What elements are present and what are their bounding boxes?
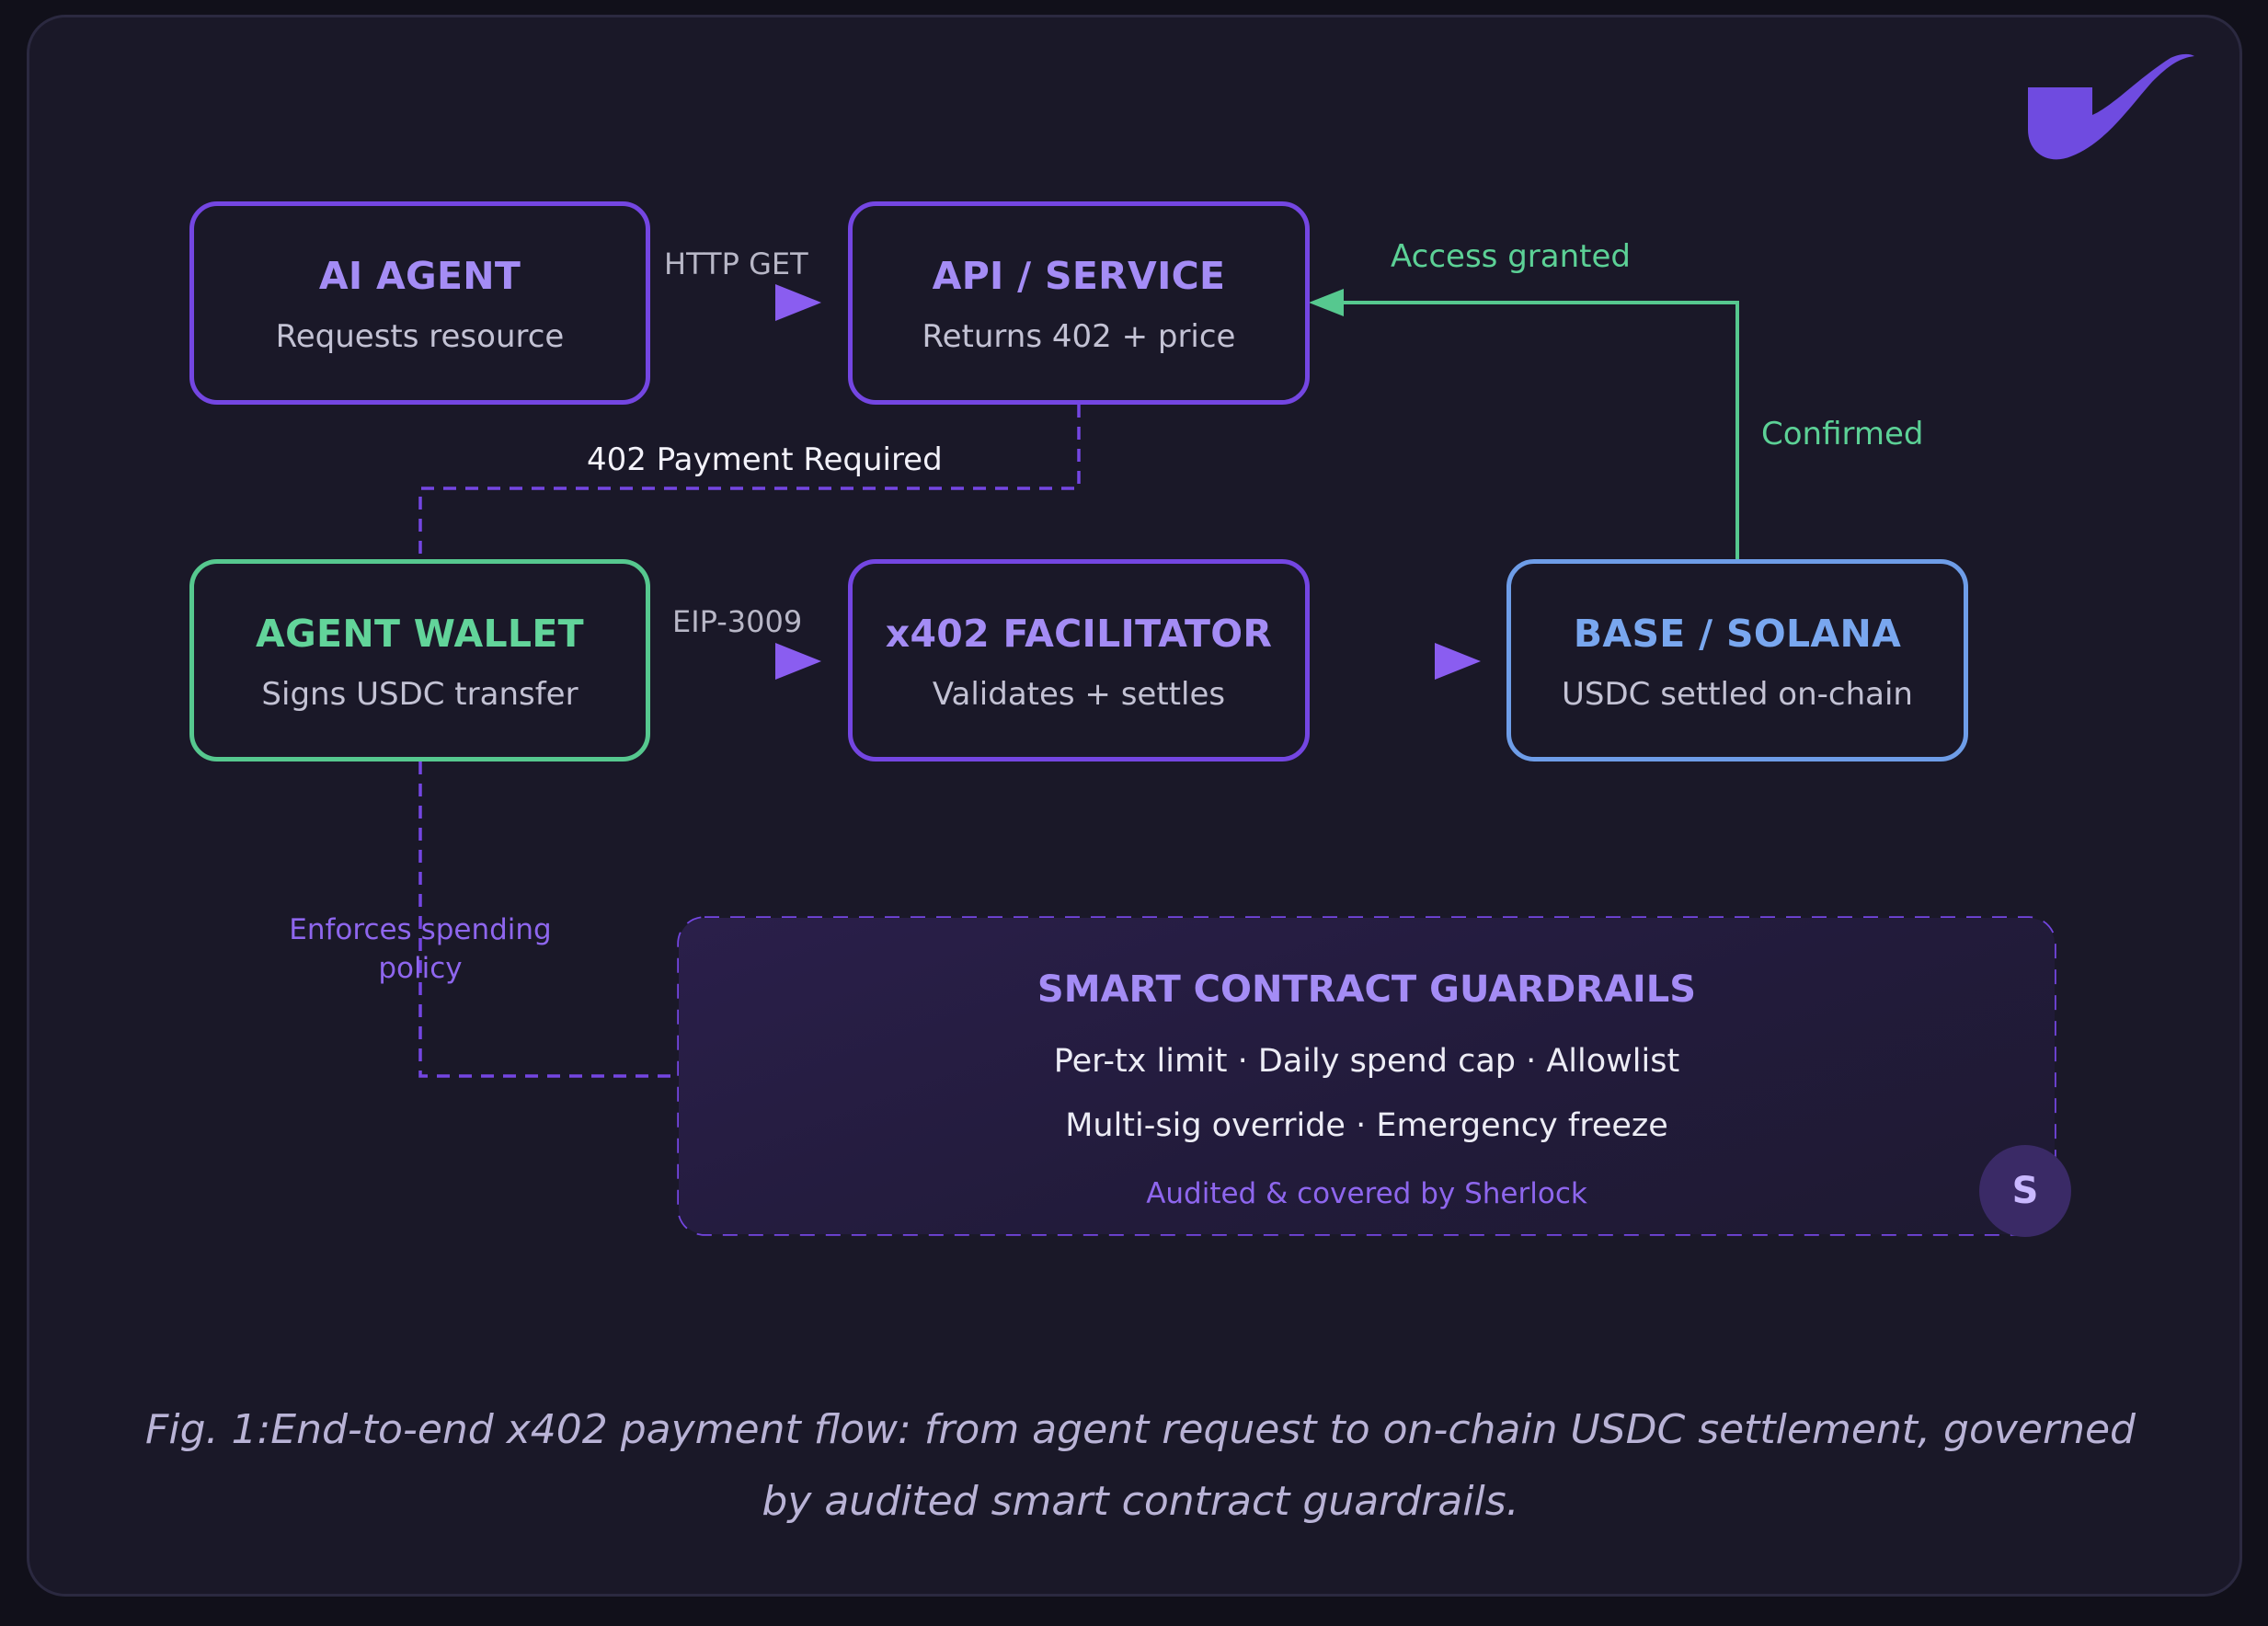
label-payment-required: 402 Payment Required — [587, 441, 943, 478]
figure-caption: Fig. 1:End-to-end x402 payment flow: fro… — [145, 1406, 2136, 1525]
node-facilitator: x402 FACILITATOR Validates + settles — [848, 559, 1310, 761]
connector-402 — [418, 405, 1081, 559]
node-api-service-title: API / SERVICE — [932, 254, 1226, 298]
arrow-settle — [1435, 643, 1481, 680]
guardrails-border — [677, 916, 2056, 1236]
node-facilitator-title: x402 FACILITATOR — [885, 612, 1273, 656]
node-chain-subtitle: USDC settled on-chain — [1562, 676, 1913, 713]
guardrails-title: SMART CONTRACT GUARDRAILS — [1037, 968, 1697, 1011]
guardrails-note: Audited & covered by Sherlock — [1146, 1177, 1587, 1210]
label-access-granted: Access granted — [1391, 238, 1631, 275]
connector-confirmed — [1338, 301, 1739, 559]
node-ai-agent-title: AI AGENT — [318, 254, 521, 298]
node-agent-wallet-title: AGENT WALLET — [256, 612, 584, 656]
sherlock-badge: S — [1979, 1145, 2071, 1237]
node-chain-title: BASE / SOLANA — [1573, 612, 1902, 656]
label-enforces-line1: Enforces spending — [289, 913, 552, 946]
arrow-access-granted — [1309, 289, 1344, 316]
label-enforces-policy: Enforces spending policy — [282, 910, 558, 988]
guardrails-line-2: Multi-sig override · Emergency freeze — [1065, 1107, 1668, 1144]
node-chain: BASE / SOLANA USDC settled on-chain — [1506, 559, 1968, 761]
connector-policy — [418, 761, 679, 1078]
label-confirmed: Confirmed — [1761, 416, 1924, 452]
node-api-service-subtitle: Returns 402 + price — [922, 318, 1236, 355]
node-ai-agent-subtitle: Requests resource — [275, 318, 565, 355]
node-ai-agent: AI AGENT Requests resource — [189, 201, 650, 405]
figure-panel — [27, 15, 2242, 1597]
pipe-logo-icon — [2028, 53, 2194, 160]
guardrails-box: SMART CONTRACT GUARDRAILS Per-tx limit ·… — [679, 918, 2055, 1234]
label-http-get: HTTP GET — [664, 246, 808, 281]
label-enforces-line2: policy — [378, 952, 463, 985]
label-eip: EIP-3009 — [672, 604, 803, 639]
node-agent-wallet-subtitle: Signs USDC transfer — [261, 676, 578, 713]
guardrails-line-1: Per-tx limit · Daily spend cap · Allowli… — [1053, 1043, 1680, 1080]
node-api-service: API / SERVICE Returns 402 + price — [848, 201, 1310, 405]
node-agent-wallet: AGENT WALLET Signs USDC transfer — [189, 559, 650, 761]
node-facilitator-subtitle: Validates + settles — [932, 676, 1226, 713]
arrow-eip — [775, 643, 821, 680]
arrow-http-get — [775, 284, 821, 321]
